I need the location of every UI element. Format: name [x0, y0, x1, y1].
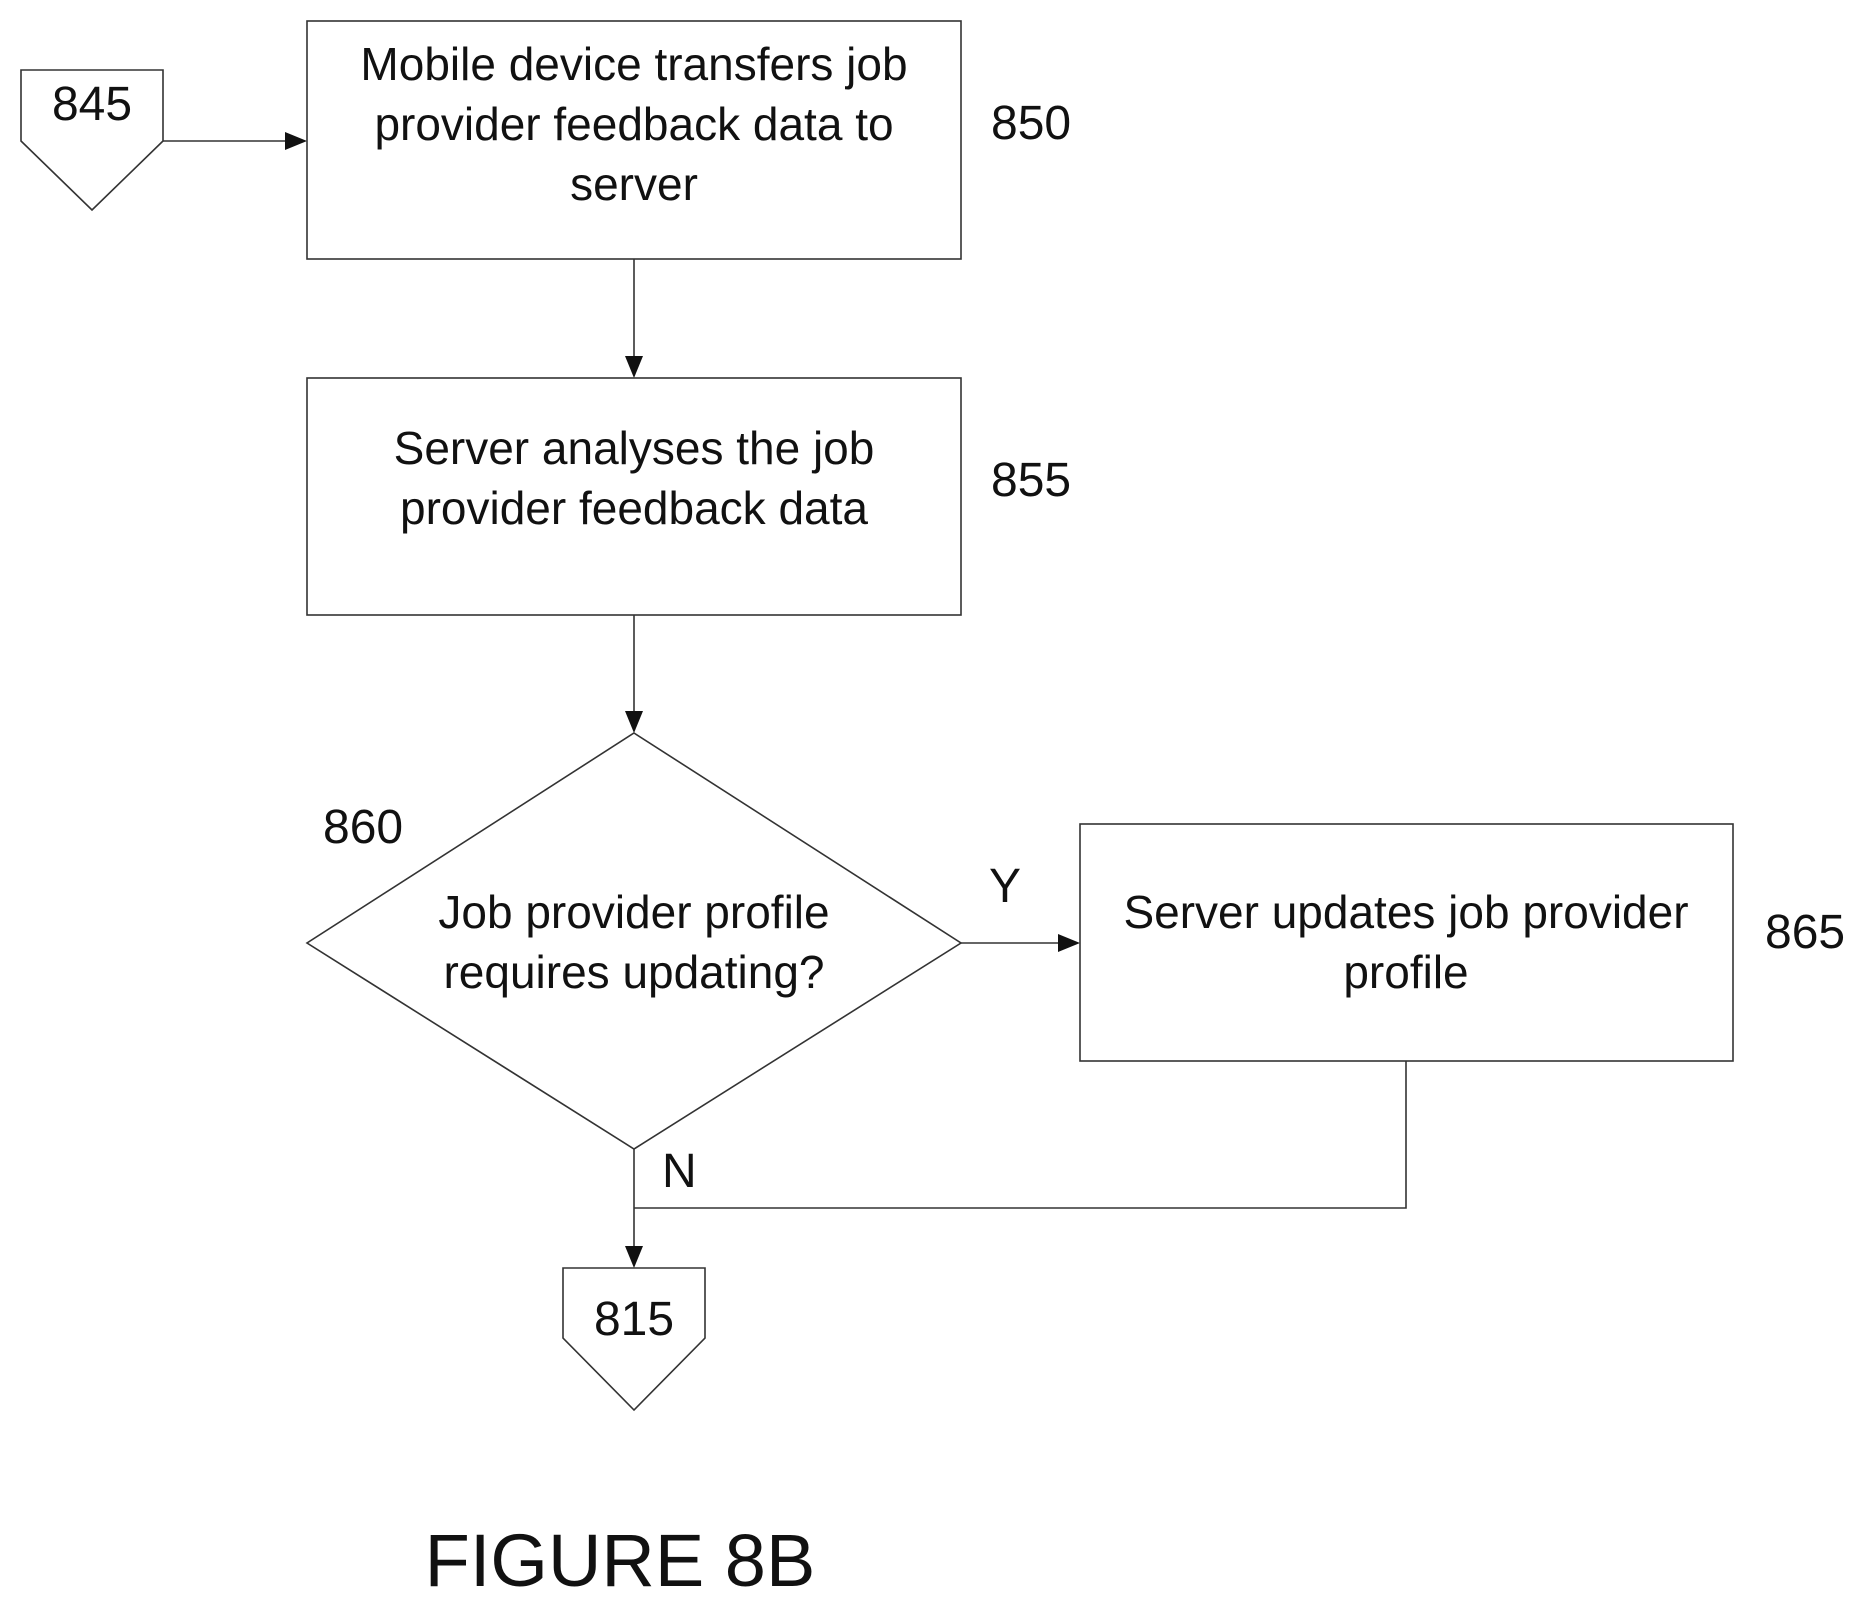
decision-860-line-2: requires updating? — [443, 946, 824, 998]
arrow-845-to-850 — [163, 132, 307, 150]
offpage-connector-845: 845 — [21, 70, 163, 210]
step-850-line-3: server — [570, 158, 698, 210]
process-box-855: Server analyses the job provider feedbac… — [307, 378, 961, 615]
figure-caption: FIGURE 8B — [425, 1519, 816, 1599]
ref-number-860: 860 — [323, 801, 403, 854]
arrow-850-to-855 — [625, 259, 643, 378]
ref-number-855: 855 — [991, 454, 1071, 507]
connector-815-label: 815 — [594, 1293, 674, 1346]
process-box-850: Mobile device transfers job provider fee… — [307, 21, 961, 259]
step-865-line-2: profile — [1343, 946, 1468, 998]
step-850-line-1: Mobile device transfers job — [360, 38, 907, 90]
arrow-860-to-865-yes — [961, 934, 1080, 952]
step-865-line-1: Server updates job provider — [1123, 886, 1688, 938]
connector-845-label: 845 — [52, 78, 132, 131]
ref-number-865: 865 — [1765, 906, 1845, 959]
step-850-line-2: provider feedback data to — [374, 98, 893, 150]
offpage-connector-815: 815 — [563, 1268, 705, 1410]
step-855-line-1: Server analyses the job — [394, 422, 875, 474]
arrow-855-to-860 — [625, 615, 643, 733]
decision-860-line-1: Job provider profile — [438, 886, 829, 938]
step-855-line-2: provider feedback data — [400, 482, 868, 534]
process-box-865: Server updates job provider profile — [1080, 824, 1733, 1061]
return-line-865-to-merge — [634, 1061, 1406, 1208]
branch-label-yes: Y — [989, 860, 1021, 913]
branch-label-no: N — [662, 1145, 697, 1198]
decision-diamond-860: Job provider profile requires updating? — [307, 733, 961, 1149]
ref-number-850: 850 — [991, 97, 1071, 150]
